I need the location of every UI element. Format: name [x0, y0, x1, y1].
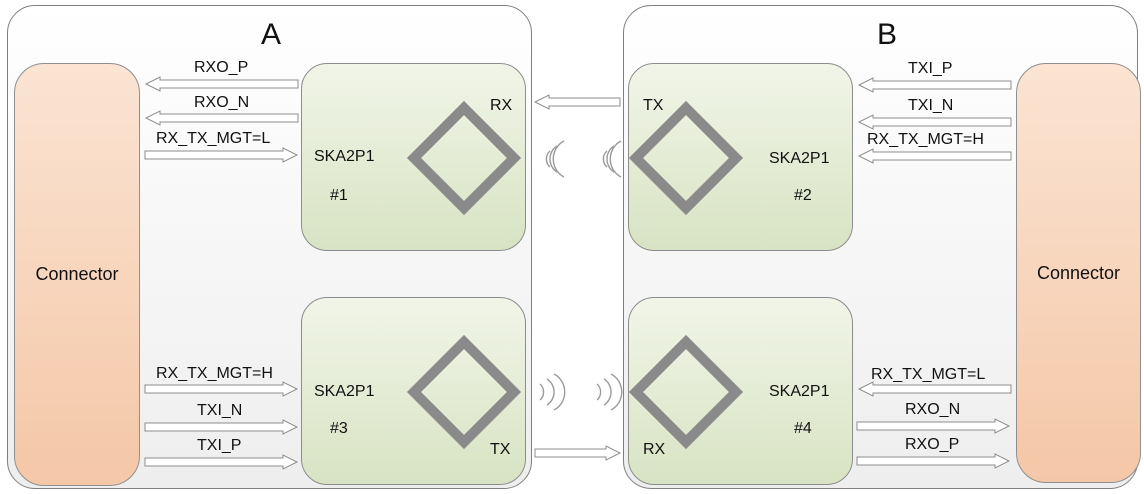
signal-label: RX_TX_MGT=H [156, 365, 273, 382]
arrow-txi-n-a [144, 419, 299, 435]
wireless-icon-top-b [602, 140, 622, 178]
panel-b-title: B [877, 18, 898, 51]
right-connector: Connector [1016, 63, 1141, 483]
panel-a-title: A [261, 18, 282, 51]
arrow-mgt-l-b [857, 381, 1012, 397]
signal-label: RX_TX_MGT=L [156, 130, 271, 147]
arrow-rxo-p-a [144, 76, 299, 92]
signal-label: TXI_P [908, 60, 953, 77]
chip-4-num: #4 [794, 420, 812, 437]
chip-4-port: RX [643, 441, 666, 458]
arrow-rxo-n-b [856, 418, 1011, 434]
left-connector-label: Connector [35, 264, 119, 284]
signal-label: RXO_N [905, 401, 961, 418]
signal-label: RXO_N [194, 94, 250, 111]
arrow-txi-n-b [857, 114, 1012, 130]
arrow-mgt-h-b [857, 148, 1012, 164]
diamond-icon-3 [406, 334, 522, 450]
arrow-mgt-h-a [144, 381, 299, 397]
diamond-icon-4 [628, 334, 744, 450]
chip-1-port: RX [490, 97, 513, 114]
chip-2-num: #2 [794, 187, 812, 204]
arrow-txi-p-b [857, 77, 1012, 93]
diamond-icon-2 [628, 100, 744, 216]
diamond-icon-1 [406, 100, 522, 216]
chip-2-name: SKA2P1 [769, 150, 830, 167]
signal-label: TXI_N [197, 402, 243, 419]
chip-3-port: TX [490, 441, 511, 458]
wireless-icon-bottom-a [539, 373, 566, 411]
chip-4-name: SKA2P1 [769, 383, 830, 400]
signal-label: RXO_P [194, 59, 249, 76]
arrow-txi-p-a [144, 454, 299, 470]
chip-3-num: #3 [330, 420, 348, 437]
signal-label: TXI_P [197, 437, 242, 454]
right-connector-label: Connector [1036, 262, 1121, 283]
signal-label: RXO_P [905, 436, 960, 453]
signal-label: RX_TX_MGT=L [871, 366, 986, 383]
arrow-tx3-to-rx4 [534, 445, 622, 461]
arrow-mgt-l-a [144, 147, 299, 163]
chip-3 [301, 297, 526, 485]
chip-2-port: TX [643, 97, 664, 114]
signal-label: RX_TX_MGT=H [867, 131, 984, 148]
wireless-icon-top-a [545, 140, 565, 178]
signal-label: TXI_N [908, 97, 954, 114]
arrow-rxo-n-a [144, 110, 299, 126]
chip-1-name: SKA2P1 [314, 148, 375, 165]
chip-3-name: SKA2P1 [314, 383, 375, 400]
left-connector: Connector [14, 63, 140, 486]
arrow-rxo-p-b [856, 453, 1011, 469]
wireless-icon-bottom-b [596, 373, 623, 411]
chip-1-num: #1 [330, 187, 348, 204]
arrow-tx2-to-rx1 [533, 94, 621, 110]
